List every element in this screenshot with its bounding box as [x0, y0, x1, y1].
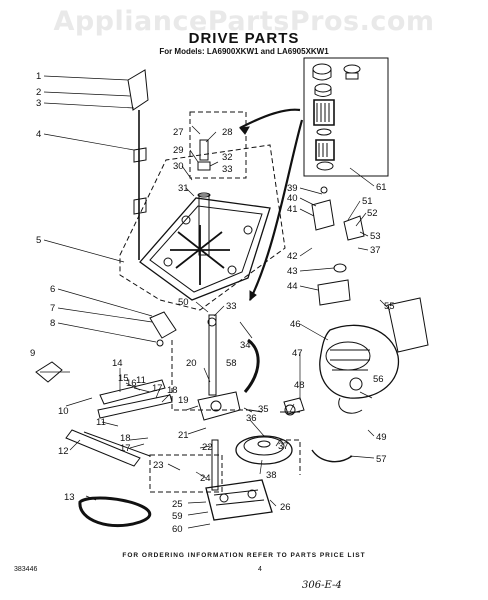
part-label: 8 [50, 318, 55, 329]
diagram-subtitle: For Models: LA6900XKW1 and LA6905XKW1 [159, 47, 329, 56]
part-label: 11 [136, 375, 146, 386]
part-label: 57 [376, 454, 387, 465]
handwritten-note: 306-E-4 [302, 580, 342, 591]
part-label: 10 [58, 406, 69, 417]
part-label: 51 [362, 196, 373, 207]
part-label: 38 [266, 470, 277, 481]
part-label: 24 [200, 473, 211, 484]
part-label: 19 [178, 395, 189, 406]
part-label: 31 [178, 183, 189, 194]
diagram-title: DRIVE PARTS [188, 30, 300, 47]
part-label: 56 [373, 374, 384, 385]
part-label: 43 [287, 266, 298, 277]
part-label: 27 [173, 127, 184, 138]
part-label: 18 [167, 385, 178, 396]
part-label: 7 [50, 303, 55, 314]
part-label: 37 [370, 245, 381, 256]
part-label: 40 [287, 193, 298, 204]
part-label: 14 [112, 358, 123, 369]
part-label: 32 [222, 152, 233, 163]
part-label: 9 [30, 348, 35, 359]
part-label: 5 [36, 235, 41, 246]
part-label: 22 [202, 442, 213, 453]
part-label: 60 [172, 524, 183, 535]
part-label: 33 [222, 164, 233, 175]
part-label: 50 [178, 297, 189, 308]
part-label: 2 [36, 87, 41, 98]
part-label: 35 [258, 404, 269, 415]
part-label: 6 [50, 284, 55, 295]
part-label: 41 [287, 204, 298, 215]
part-label: 49 [376, 432, 387, 443]
part-label: 17 [120, 443, 131, 454]
part-label: 37 [278, 441, 289, 452]
part-label: 61 [376, 182, 387, 193]
part-label: 12 [58, 446, 69, 457]
part-label: 21 [178, 430, 189, 441]
watermark: AppliancePartsPros.com [53, 6, 435, 37]
part-label: 18 [120, 433, 131, 444]
part-label: 52 [367, 208, 378, 219]
part-label: 13 [64, 492, 75, 503]
part-label: 3 [36, 98, 41, 109]
document-code: 383446 [14, 566, 38, 573]
part-label: 26 [280, 502, 291, 513]
part-label: 15 [118, 373, 129, 384]
part-label: 42 [287, 251, 298, 262]
part-label: 39 [287, 183, 298, 194]
part-label: 33 [226, 301, 237, 312]
part-label: 44 [287, 281, 298, 292]
bearing-parts [312, 63, 361, 171]
part-label: 55 [384, 301, 395, 312]
inset-box [303, 57, 389, 177]
part-label: 17 [152, 383, 163, 394]
part-label: 20 [186, 358, 197, 369]
part-label: 36 [246, 413, 257, 424]
part-label: 25 [172, 499, 183, 510]
part-label: 16 [126, 378, 137, 389]
part-label: 53 [370, 231, 381, 242]
part-label: 34 [240, 340, 251, 351]
page-number: 4 [258, 566, 262, 573]
part-label: 58 [226, 358, 237, 369]
part-label: 4 [36, 129, 41, 140]
part-label: 11 [96, 417, 106, 428]
part-label: 23 [153, 460, 164, 471]
part-label: 48 [294, 380, 305, 391]
part-label: 46 [290, 319, 301, 330]
part-label: 28 [222, 127, 233, 138]
part-label: 59 [172, 511, 183, 522]
part-label: 29 [173, 145, 184, 156]
part-label: 47 [292, 348, 303, 359]
part-label: 1 [36, 71, 41, 82]
part-label: 30 [173, 161, 184, 172]
ordering-note: FOR ORDERING INFORMATION REFER TO PARTS … [122, 552, 366, 559]
